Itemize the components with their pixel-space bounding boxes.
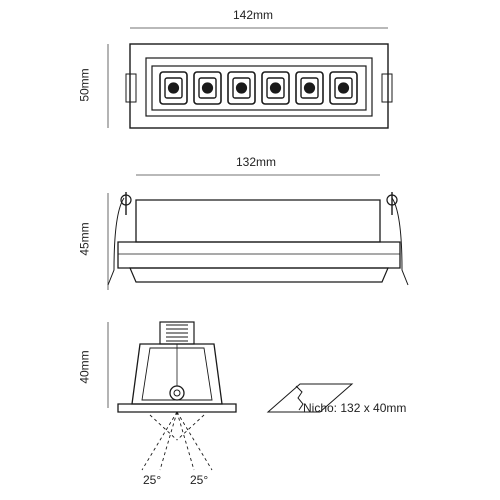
section-view	[107, 321, 354, 471]
led-bar	[151, 65, 367, 111]
front-view	[107, 27, 393, 129]
right-spring	[391, 197, 409, 286]
pivot-circle	[169, 385, 185, 401]
side-width-label: 132mm	[236, 155, 277, 169]
led-cell	[329, 71, 358, 105]
led-cell	[295, 71, 324, 105]
section-flange	[117, 403, 237, 413]
tilt-angle-right-label: 25°	[190, 473, 209, 487]
tilt-beams	[141, 411, 213, 471]
niche-label: Nicho: 132 x 40mm	[303, 401, 407, 415]
niche-symbol	[266, 383, 354, 413]
led-cell	[227, 71, 256, 105]
side-view	[107, 174, 409, 290]
outer-frame	[129, 43, 389, 129]
housing-flange	[117, 241, 401, 269]
right-clip	[381, 73, 393, 103]
inner-frame	[145, 57, 373, 117]
housing-body	[135, 199, 381, 243]
led-cell	[261, 71, 290, 105]
section-height-label: 40mm	[77, 350, 92, 384]
left-clip	[125, 73, 137, 103]
side-height-label: 45mm	[77, 222, 92, 256]
led-cell	[159, 71, 188, 105]
heatsink-fins	[166, 324, 188, 342]
bottom-lens	[129, 267, 389, 283]
led-array	[159, 71, 358, 105]
led-cell	[193, 71, 222, 105]
tilt-angle-left-label: 25°	[143, 473, 162, 487]
front-width-label: 142mm	[233, 8, 274, 22]
front-height-label: 50mm	[77, 68, 92, 102]
